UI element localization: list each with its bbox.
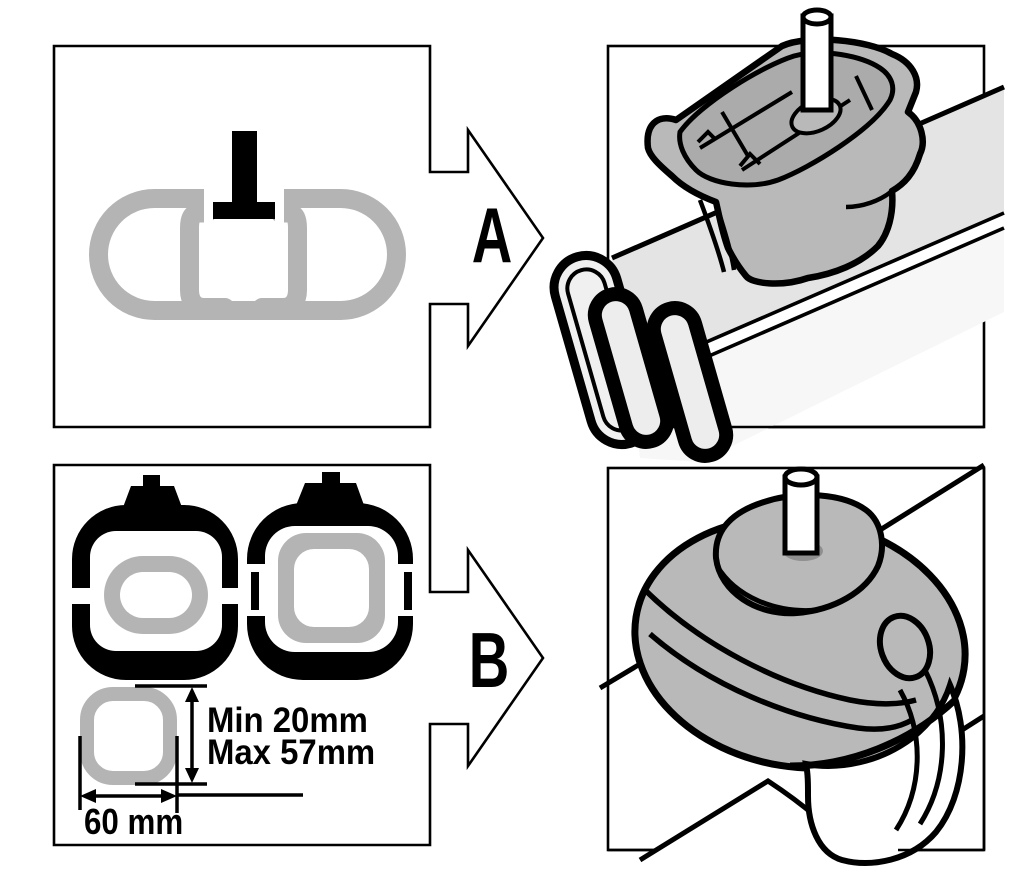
panel-b-result — [598, 462, 986, 866]
crossbar-cross-section-icon — [89, 131, 406, 320]
t-bolt-icon — [213, 131, 275, 219]
foot-on-aero-bar-illustration — [549, 7, 1005, 463]
dim-height — [135, 684, 207, 786]
stud-cylinder-b — [782, 474, 820, 556]
bar-line-upper-right — [870, 462, 986, 538]
stud-bolt — [800, 7, 834, 113]
t-bolt-stem — [232, 131, 257, 206]
pod-seam-1 — [641, 586, 917, 707]
dim-min-text: Min 20mm — [207, 701, 368, 740]
clamp-strap — [789, 668, 966, 866]
square-bar-hole — [294, 549, 369, 627]
clamp-square-cap — [295, 472, 365, 508]
clamp-hook-left-shape — [587, 287, 675, 449]
rib-notch-1 — [738, 151, 762, 168]
clamp-oval-cap — [122, 475, 183, 510]
panel-a-result — [549, 7, 1005, 463]
foot-side-button-shape — [876, 612, 934, 682]
oval-bar-hole — [120, 572, 192, 618]
clamp-oval-notch-right — [218, 588, 246, 604]
clamp-hook-left — [587, 287, 675, 449]
dim-width-text: 60 mm — [84, 802, 183, 843]
panel-b-source: Min 20mm Max 57mm 60 mm B — [52, 463, 545, 847]
panel-a-source: A — [52, 44, 545, 429]
t-slot-channel-left — [180, 203, 235, 317]
rib-notch-2 — [696, 129, 718, 144]
clamp-oval-bar-icon — [66, 475, 246, 680]
clamp-hook-right-shape — [646, 301, 734, 463]
strap-seam-1 — [893, 688, 920, 832]
stud-top-b — [782, 466, 820, 488]
foot-clamped-illustration — [598, 462, 986, 866]
t-slot-channel-right — [252, 203, 307, 317]
pod-seam-2 — [648, 631, 914, 732]
label-b: B — [469, 617, 510, 704]
dim-width-arrow-left — [80, 789, 96, 803]
clamp-square-bar-icon — [243, 472, 420, 680]
foot-top-opening — [677, 50, 896, 188]
clamp-hook-right — [646, 301, 734, 463]
bar-size-diagram: Min 20mm Max 57mm 60 mm — [78, 684, 375, 843]
square-bar-sample — [80, 687, 177, 785]
stud-bolt-b — [782, 466, 820, 556]
seam-1 — [697, 199, 727, 273]
dim-height-arrow-up — [185, 687, 199, 702]
label-a: A — [472, 192, 513, 279]
seam-2 — [713, 203, 737, 271]
clamp-square-dash-right — [404, 572, 412, 610]
foot-seams — [697, 189, 894, 273]
bar-front-wedge — [640, 781, 856, 862]
rib-3 — [720, 110, 750, 158]
dim-width — [78, 736, 303, 813]
foot-side-button — [876, 612, 934, 682]
foot-top-cap-edge — [714, 564, 819, 614]
strap-seam-2 — [917, 668, 945, 826]
dim-height-arrow-down — [185, 768, 199, 783]
stud-top — [800, 7, 834, 27]
clamp-square-dash-left — [251, 572, 259, 610]
bar-slot-band — [628, 213, 1004, 389]
dim-max-text: Max 57mm — [207, 733, 375, 772]
seam-3 — [845, 189, 894, 210]
stud-cylinder — [800, 13, 834, 113]
slot-slit-left — [204, 200, 213, 224]
pod-bottom-edge-over-strap — [789, 697, 958, 770]
foot-pod-seams — [641, 586, 917, 732]
rib-4 — [854, 75, 874, 111]
clamp-oval-notch-left — [66, 588, 94, 604]
slot-slit-right — [275, 200, 284, 224]
t-bolt-flange — [213, 202, 275, 219]
dim-width-arrow-right — [161, 789, 177, 803]
